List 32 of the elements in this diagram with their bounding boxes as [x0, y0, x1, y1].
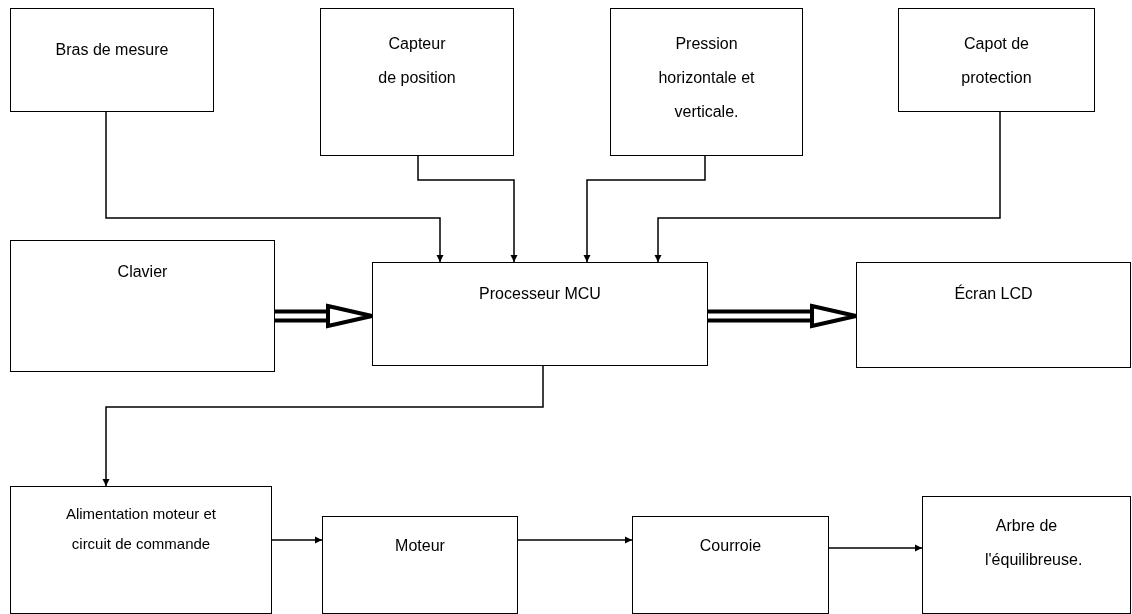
box-label: Capot de protection: [960, 34, 1033, 88]
process-box: [372, 262, 708, 366]
arrow: [583, 155, 706, 263]
arrow: [271, 536, 323, 544]
arrow: [102, 365, 544, 487]
arrow: [654, 111, 1001, 263]
arrow: [517, 536, 633, 544]
box-label: Clavier: [116, 262, 169, 282]
box-label: Arbre de l'équilibreuse.: [984, 516, 1080, 570]
process-box: [856, 262, 1131, 368]
box-label: Courroie: [698, 536, 763, 556]
process-box: [10, 8, 214, 112]
box-label: Alimentation moteur et circuit de commande: [64, 504, 218, 554]
process-box: [320, 8, 514, 156]
double-line-arrow: [706, 304, 858, 328]
process-box: [632, 516, 829, 614]
process-box: [922, 496, 1131, 614]
box-label: Écran LCD: [953, 283, 1034, 304]
process-box: [610, 8, 803, 156]
process-box: [10, 240, 275, 372]
process-box: [322, 516, 518, 614]
process-box: [898, 8, 1095, 112]
double-line-arrow: [273, 304, 374, 328]
arrow: [417, 155, 518, 263]
box-label: Moteur: [394, 536, 446, 556]
box-label: Processeur MCU: [478, 284, 602, 304]
box-label: Capteur de position: [377, 34, 457, 88]
box-label: Bras de mesure: [54, 40, 170, 60]
box-label: Pression horizontale et verticale.: [657, 34, 756, 122]
arrow: [828, 544, 923, 552]
arrow: [105, 111, 444, 263]
process-box: [10, 486, 272, 614]
